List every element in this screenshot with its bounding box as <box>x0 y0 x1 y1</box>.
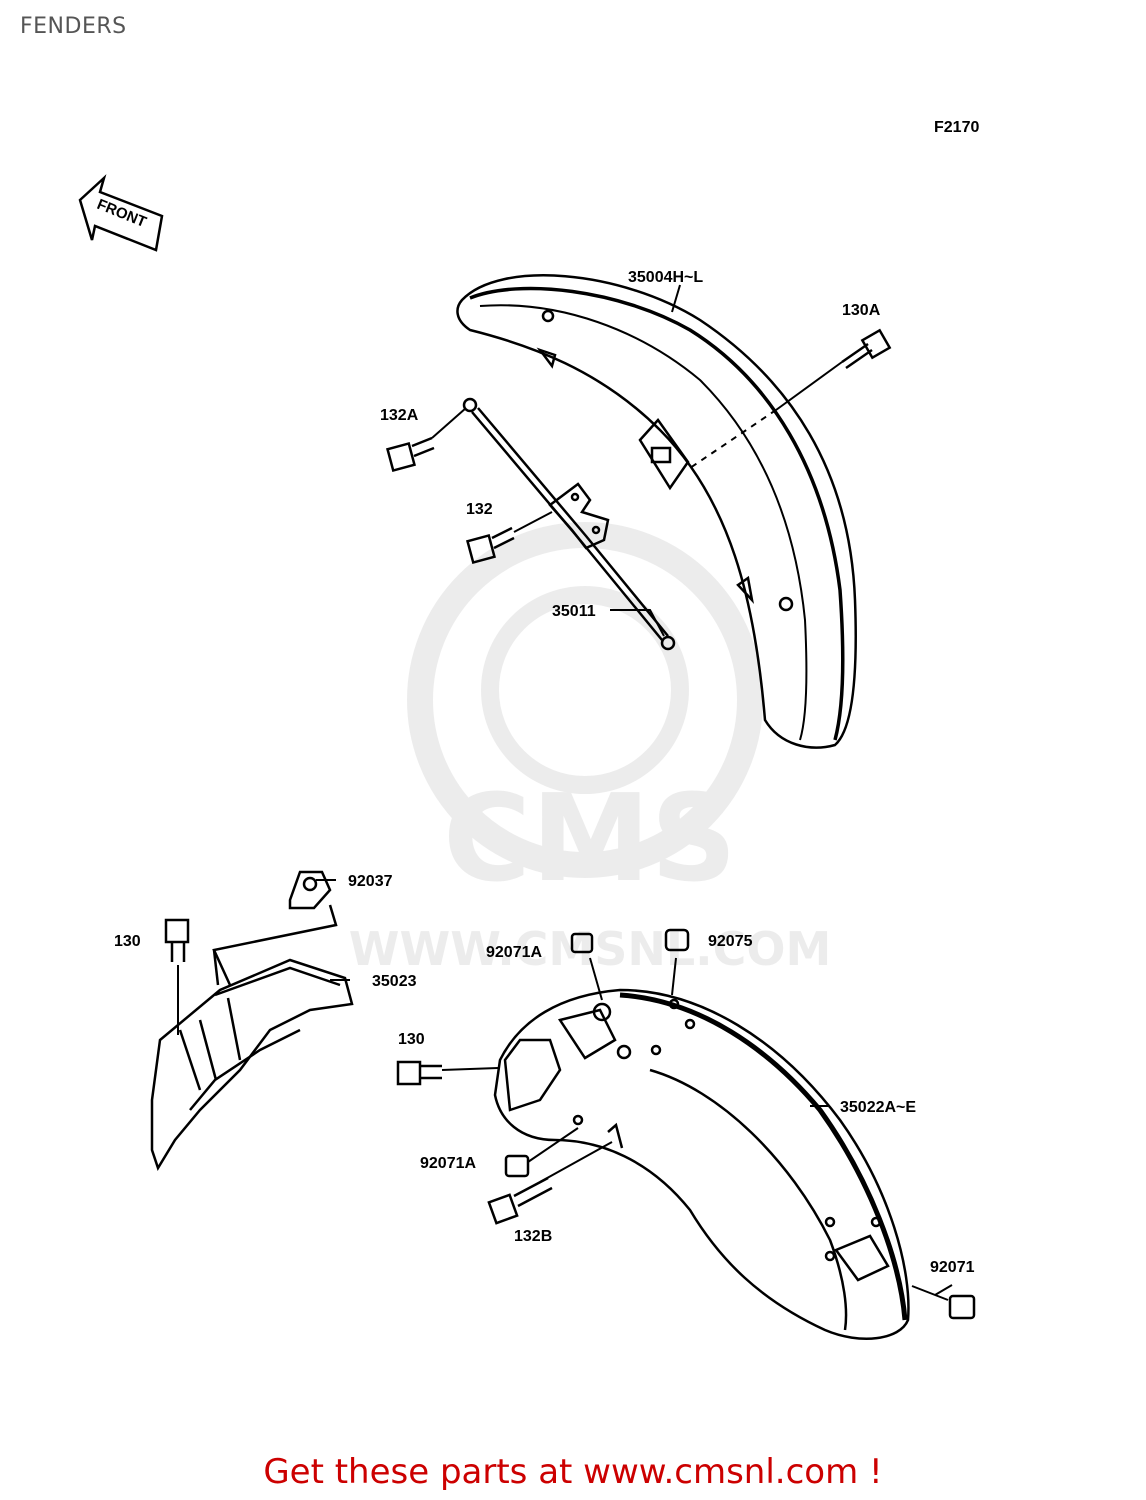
part-label-35022: 35022A~E <box>840 1099 916 1116</box>
front-fender-drawing <box>456 274 857 749</box>
part-label-92075: 92075 <box>708 933 753 950</box>
cms-watermark: CMS WWW.CMSNL.COM <box>349 522 832 976</box>
grommet-92075-icon <box>664 928 690 952</box>
bolt-132-icon <box>465 526 515 565</box>
part-label-130-rear: 130 <box>398 1031 425 1048</box>
bolt-130-inner-icon <box>164 918 190 962</box>
clamp-92037-icon <box>212 870 338 986</box>
part-label-35004: 35004H~L <box>628 269 703 286</box>
rear-fender-drawing <box>493 988 910 1340</box>
bolt-130a-icon <box>841 328 892 370</box>
bolt-132b-icon <box>487 1176 553 1225</box>
bolt-130-rear-icon <box>396 1060 442 1086</box>
part-label-132a: 132A <box>380 407 419 424</box>
part-label-92071a-top: 92071A <box>486 944 542 961</box>
part-label-130-inner: 130 <box>114 933 141 950</box>
part-label-132b: 132B <box>514 1228 552 1245</box>
part-label-35011: 35011 <box>552 603 596 620</box>
nut-92071a-top-icon <box>570 932 594 954</box>
watermark-brand: CMS <box>443 770 737 909</box>
part-label-92071a-bottom: 92071A <box>420 1155 476 1172</box>
cmsnl-parts-link[interactable]: Get these parts at www.cmsnl.com ! <box>263 1452 883 1492</box>
part-label-130a: 130A <box>842 302 881 319</box>
page-title: FENDERS <box>20 14 127 39</box>
inner-fender-drawing <box>150 958 354 1171</box>
nut-92071a-bottom-icon <box>504 1154 530 1178</box>
part-label-92071: 92071 <box>930 1259 975 1276</box>
part-label-132: 132 <box>466 501 493 518</box>
nut-92071-icon <box>948 1294 976 1320</box>
front-arrow-icon: FRONT <box>78 174 164 252</box>
fender-stay-drawing <box>462 397 676 651</box>
bolt-132a-icon <box>385 436 435 473</box>
part-label-35023: 35023 <box>372 973 417 990</box>
watermark-site: WWW.CMSNL.COM <box>349 922 832 976</box>
part-label-92037: 92037 <box>348 873 393 890</box>
figure-code: F2170 <box>934 119 979 136</box>
